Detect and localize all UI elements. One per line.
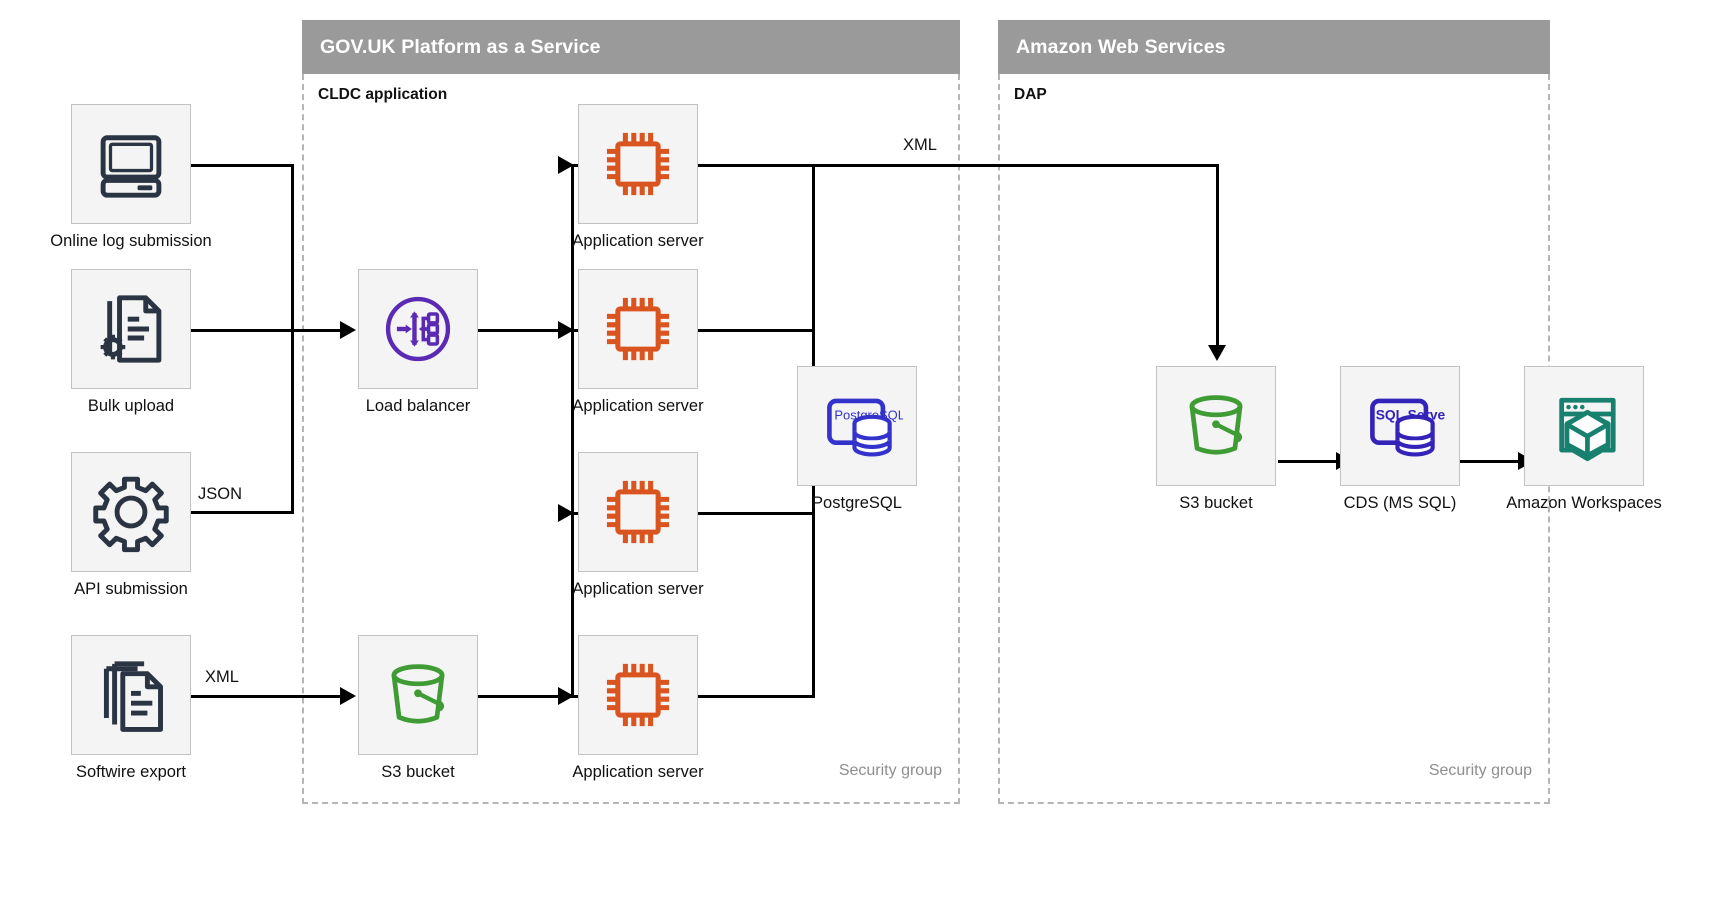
node-label-amazon-workspaces: Amazon Workspaces xyxy=(1506,494,1662,512)
node-online-log-submission[interactable] xyxy=(71,104,191,224)
node-amazon-workspaces[interactable] xyxy=(1524,366,1644,486)
wire-cds-to-workspaces xyxy=(1460,460,1522,463)
gear-icon xyxy=(90,471,172,553)
node-label-load-balancer: Load balancer xyxy=(365,397,471,415)
wire-s3-paas-to-app-server-4 xyxy=(470,695,574,698)
wire-app-server-3-to-collector xyxy=(688,512,815,515)
node-label-s3-bucket-paas: S3 bucket xyxy=(381,763,455,781)
wire-xml-to-aws xyxy=(688,164,1219,167)
load-balancer-icon xyxy=(374,285,462,373)
node-app-server-2[interactable] xyxy=(578,269,698,389)
node-bulk-upload[interactable] xyxy=(71,269,191,389)
cpu-chip-icon xyxy=(596,287,680,371)
zone-header-aws: Amazon Web Services xyxy=(998,20,1550,74)
edge-label-xml-softwire: XML xyxy=(205,668,239,686)
cpu-chip-icon xyxy=(596,122,680,206)
node-s3-bucket-paas[interactable] xyxy=(358,635,478,755)
wire-appserver-distribution-bus xyxy=(571,164,574,698)
zone-header-paas-label: GOV.UK Platform as a Service xyxy=(320,35,601,58)
node-app-server-1[interactable] xyxy=(578,104,698,224)
wire-bulk-upload-to-loadbalancer xyxy=(180,329,352,332)
cpu-chip-icon xyxy=(596,470,680,554)
zone-header-paas: GOV.UK Platform as a Service xyxy=(302,20,960,74)
arrow-into-app-server-3 xyxy=(558,504,574,522)
wire-online-log-to-bus xyxy=(180,164,294,167)
arrow-into-s3-bucket-paas xyxy=(340,687,356,705)
amazon-workspaces-icon xyxy=(1541,383,1627,469)
zone-header-aws-label: Amazon Web Services xyxy=(1016,35,1226,58)
node-label-api-submission: API submission xyxy=(74,580,188,598)
sql-server-icon: SQL Server xyxy=(1354,380,1446,472)
wire-loadbalancer-to-bus xyxy=(470,329,574,332)
arrow-into-app-server-2 xyxy=(558,321,574,339)
node-label-app-server-1: Application server xyxy=(572,232,704,250)
wire-s3-aws-to-cds xyxy=(1278,460,1340,463)
cpu-chip-icon xyxy=(596,653,680,737)
node-label-postgresql: PostgreSQL xyxy=(812,494,902,512)
wire-app-server-4-to-collector xyxy=(688,695,815,698)
arrow-into-loadbalancer xyxy=(340,321,356,339)
node-s3-bucket-aws[interactable] xyxy=(1156,366,1276,486)
edge-label-json: JSON xyxy=(197,485,242,503)
zone-subtitle-paas: CLDC application xyxy=(318,86,448,103)
edge-label-xml-aws: XML xyxy=(903,136,937,154)
zone-body-paas xyxy=(302,74,960,804)
wire-softwire-export-to-s3 xyxy=(180,695,352,698)
node-cds-ms-sql[interactable]: SQL Server xyxy=(1340,366,1460,486)
document-gear-icon xyxy=(90,288,172,370)
node-app-server-4[interactable] xyxy=(578,635,698,755)
document-stack-icon xyxy=(90,654,172,736)
node-load-balancer[interactable] xyxy=(358,269,478,389)
node-postgresql[interactable]: PostgreSQL xyxy=(797,366,917,486)
s3-bucket-icon xyxy=(375,652,461,738)
s3-bucket-icon xyxy=(1173,383,1259,469)
security-group-label-paas: Security group xyxy=(838,762,942,779)
node-label-app-server-4: Application server xyxy=(572,763,704,781)
node-label-cds-ms-sql: CDS (MS SQL) xyxy=(1343,494,1457,512)
node-label-softwire-export: Softwire export xyxy=(75,763,187,781)
zone-subtitle-aws: DAP xyxy=(1014,86,1047,103)
node-softwire-export[interactable] xyxy=(71,635,191,755)
wire-app-server-2-to-collector xyxy=(688,329,815,332)
node-label-bulk-upload: Bulk upload xyxy=(87,397,175,415)
node-label-app-server-2: Application server xyxy=(572,397,704,415)
arrow-into-app-server-1 xyxy=(558,156,574,174)
node-api-submission[interactable] xyxy=(71,452,191,572)
wire-xml-down-to-s3-aws xyxy=(1216,164,1219,349)
wire-api-to-bus xyxy=(180,511,294,514)
wire-input-merge-bus xyxy=(291,164,294,514)
postgresql-icon: PostgreSQL xyxy=(811,380,903,472)
security-group-label-aws: Security group xyxy=(1428,762,1532,779)
node-label-app-server-3: Application server xyxy=(572,580,704,598)
node-app-server-3[interactable] xyxy=(578,452,698,572)
arrow-into-s3-bucket-aws xyxy=(1208,345,1226,361)
desktop-computer-icon xyxy=(90,123,172,205)
node-label-online-log-submission: Online log submission xyxy=(50,232,212,250)
node-label-s3-bucket-aws: S3 bucket xyxy=(1179,494,1253,512)
